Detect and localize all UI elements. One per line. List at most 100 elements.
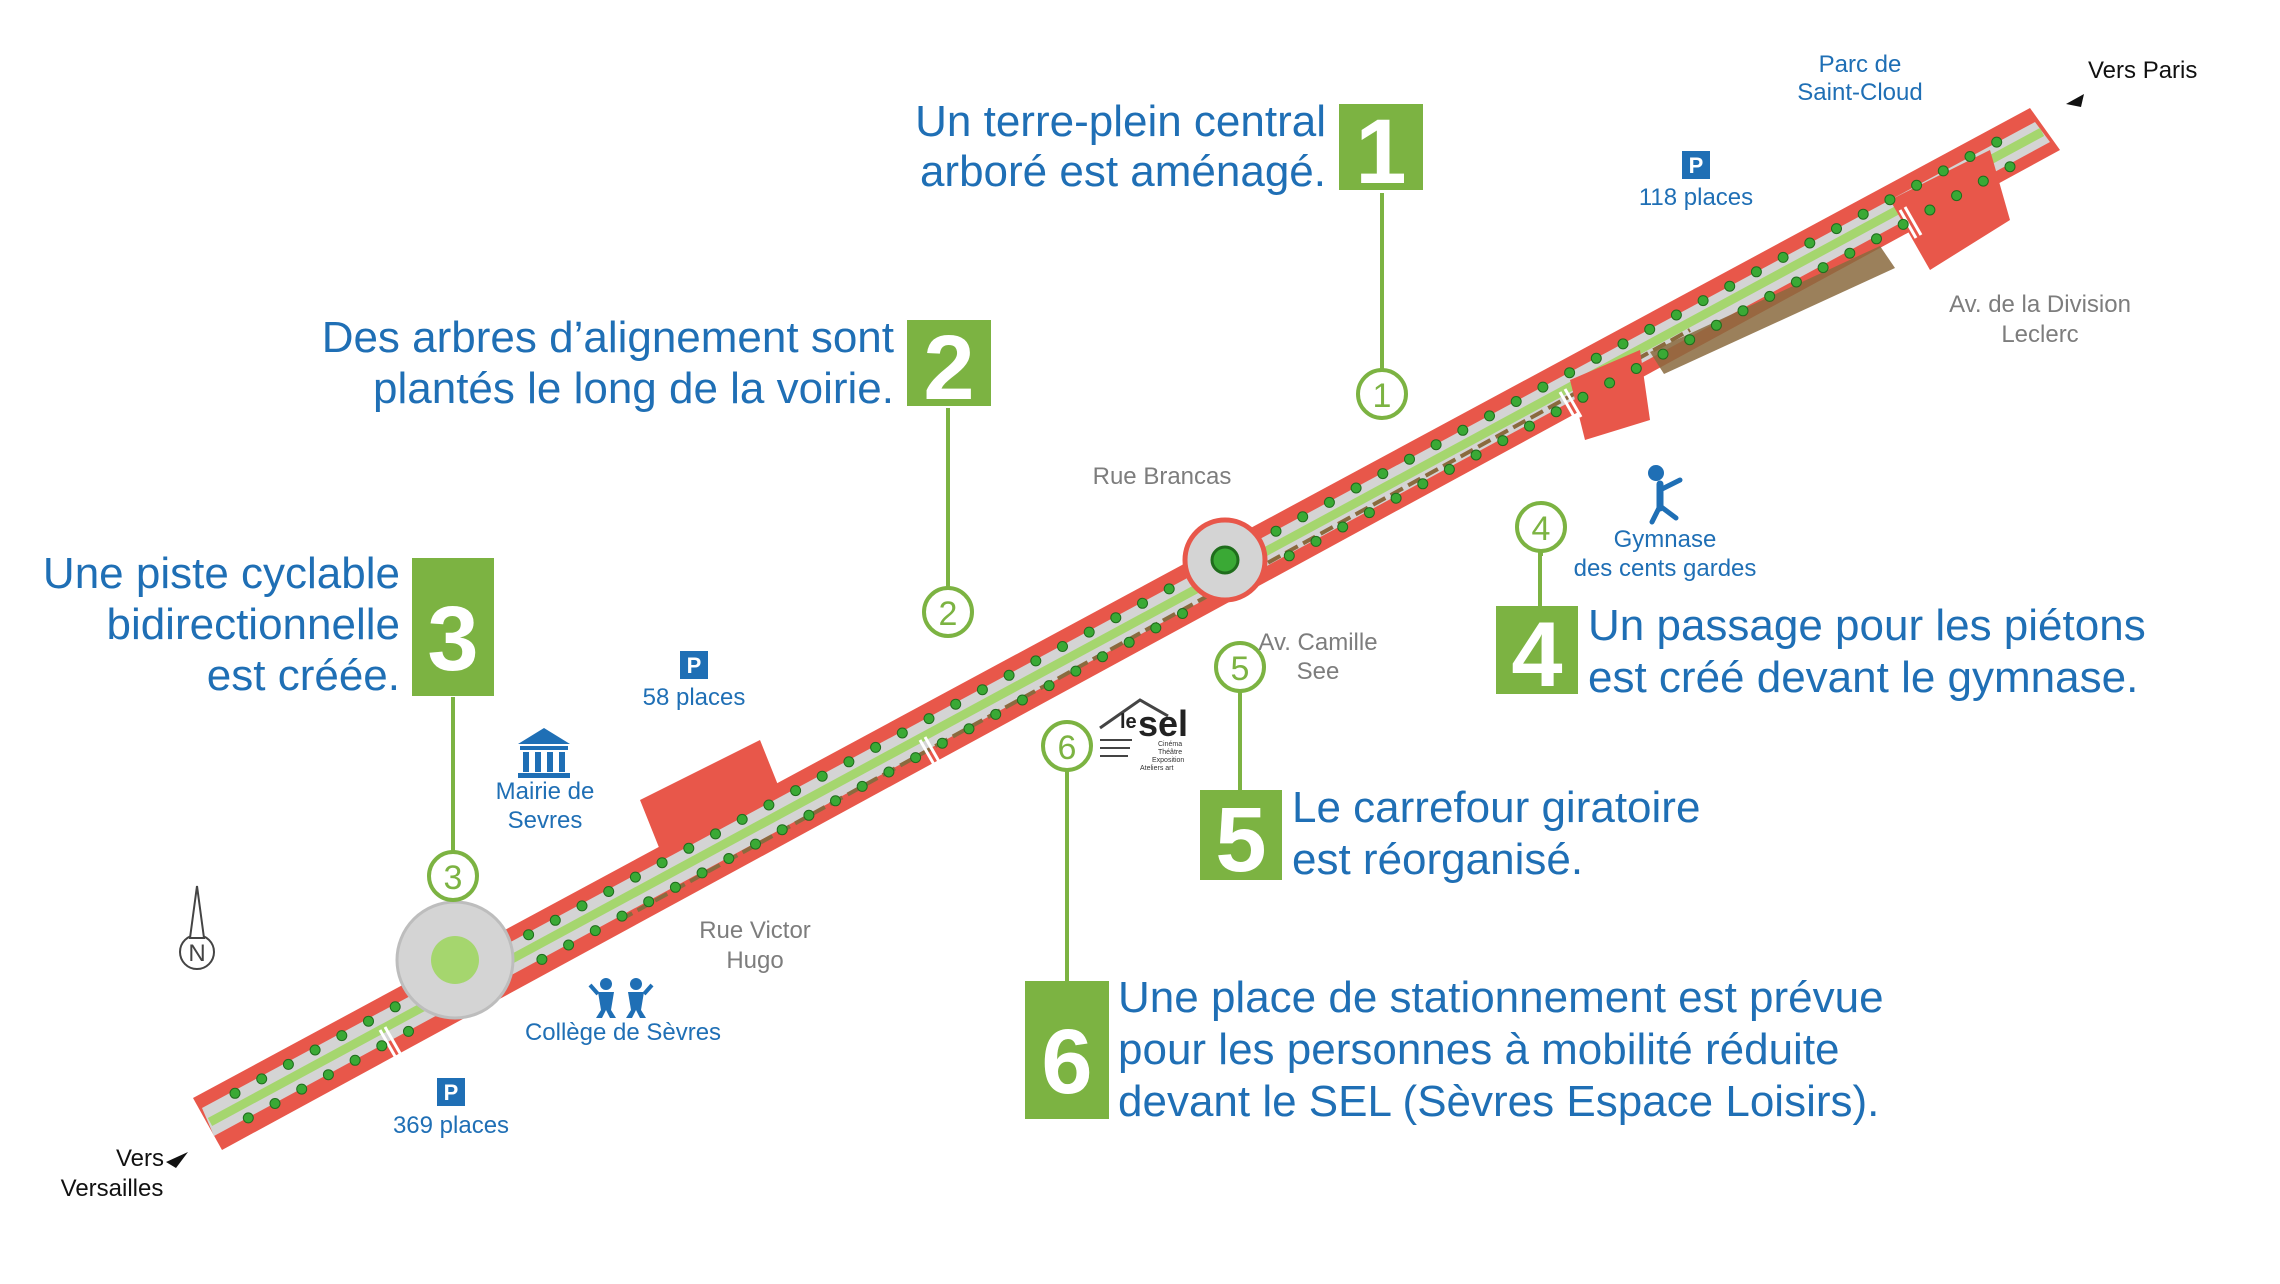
tree-icon xyxy=(910,752,922,764)
tree-icon xyxy=(1871,233,1882,245)
tree-icon xyxy=(2004,161,2016,173)
callout-badge-4: 4 xyxy=(1496,604,1578,706)
callout-6-line-2: pour les personnes à mobilité réduite xyxy=(1118,1025,1840,1074)
junction-leclerc xyxy=(1570,350,1650,440)
road-median xyxy=(207,128,2045,1126)
callout-2-line-1: Des arbres d’alignement sont xyxy=(322,313,894,362)
tree-icon xyxy=(549,914,561,926)
parking-118-letter: P xyxy=(1689,153,1704,178)
gymnase-line-2: des cents gardes xyxy=(1574,555,1757,582)
sel-logo-tagline-4: Ateliers art xyxy=(1140,765,1174,772)
tree-icon xyxy=(1884,194,1896,206)
tree-icon xyxy=(1617,338,1629,350)
parking-58-letter: P xyxy=(687,653,702,678)
tree-icon xyxy=(1524,420,1535,432)
sel-logo-sel: sel xyxy=(1138,703,1188,744)
tree-icon xyxy=(1924,204,1936,216)
school-children-icon xyxy=(588,978,654,1018)
victor-hugo-line-1: Rue Victor xyxy=(699,917,811,944)
marker-3: 3 xyxy=(427,850,479,902)
tree-icon xyxy=(736,813,748,825)
tree-icon xyxy=(269,1098,281,1109)
tree-icon xyxy=(1937,165,1949,177)
tree-icon xyxy=(1310,535,1322,547)
tree-icon xyxy=(696,867,708,879)
vers-paris-label: Vers Paris xyxy=(2088,57,2197,84)
parc-label-line-1: Parc de xyxy=(1819,51,1902,78)
parking-icon xyxy=(680,651,708,679)
tree-icon xyxy=(963,723,975,735)
tree-icon xyxy=(1123,636,1135,648)
tree-icon xyxy=(1297,511,1309,523)
camille-see-line-1: Av. Camille xyxy=(1258,629,1377,656)
parking-118: P 118 places xyxy=(1639,151,1753,211)
tree-icon xyxy=(322,1069,334,1081)
tree-icon xyxy=(1177,608,1188,619)
tree-icon xyxy=(1670,309,1682,321)
tree-icon xyxy=(1350,482,1362,494)
callout-2-line-2: plantés le long de la voirie. xyxy=(373,364,894,413)
tree-icon xyxy=(856,780,868,792)
tree-icon xyxy=(336,1030,348,1042)
tree-icon xyxy=(1363,507,1375,519)
tree-icon xyxy=(1003,669,1015,681)
parking-369-label: 369 places xyxy=(393,1112,509,1139)
tree-icon xyxy=(1083,626,1095,638)
tree-icon xyxy=(1057,641,1068,652)
marker-3-number: 3 xyxy=(444,859,463,897)
tree-icon xyxy=(1630,363,1642,374)
sel-logo-icon: le sel Cinéma Théâtre Exposition Atelier… xyxy=(1099,698,1188,772)
tree-icon xyxy=(990,708,1002,720)
tree-icon xyxy=(1430,439,1442,451)
tree-icon xyxy=(1137,597,1148,609)
tree-icon xyxy=(1750,266,1762,278)
tree-icon xyxy=(389,1001,401,1013)
tree-icon xyxy=(1697,295,1709,307)
callout-1-line-1: Un terre-plein central xyxy=(915,97,1326,146)
tree-icon xyxy=(1043,680,1055,692)
division-leclerc-line-1: Av. de la Division xyxy=(1949,291,2131,318)
tree-icon xyxy=(936,737,948,749)
tree-icon xyxy=(1110,612,1122,624)
tree-icon xyxy=(1564,367,1576,379)
tree-icon xyxy=(950,698,962,710)
tree-icon xyxy=(256,1073,268,1085)
tree-icon xyxy=(523,929,535,941)
tree-icon xyxy=(1337,521,1349,533)
tree-icon xyxy=(1657,348,1669,360)
sel-logo-tagline-2: Théâtre xyxy=(1158,749,1182,756)
callout-badge-5-number: 5 xyxy=(1215,789,1266,891)
tree-icon xyxy=(976,684,988,696)
tree-icon xyxy=(1684,334,1696,346)
place-labels: Parc de Saint-Cloud Vers Paris Vers Vers… xyxy=(61,51,2198,1202)
college-label: Collège de Sèvres xyxy=(525,1019,721,1046)
callout-badge-3-number: 3 xyxy=(427,588,478,690)
roundabout-brancas-island xyxy=(1210,545,1240,575)
marker-2-number: 2 xyxy=(939,595,958,633)
tree-icon xyxy=(1150,622,1162,634)
compass-letter: N xyxy=(188,940,205,967)
callout-3-line-2: bidirectionnelle xyxy=(106,600,400,649)
crosswalks xyxy=(378,206,1923,1059)
parking-58: P 58 places xyxy=(643,651,745,711)
tree-icon xyxy=(870,741,882,753)
tree-icon xyxy=(1497,435,1509,447)
callout-badge-3: 3 xyxy=(412,558,494,696)
tree-icon xyxy=(403,1025,414,1037)
sel-logo-tagline-3: Exposition xyxy=(1152,757,1184,764)
tree-icon xyxy=(1097,651,1108,663)
tree-icon xyxy=(1737,305,1749,317)
tree-icon xyxy=(576,900,588,912)
tree-icon xyxy=(896,727,908,739)
marker-6: 6 xyxy=(1041,720,1093,772)
tree-icon xyxy=(1804,237,1816,249)
callout-6-line-1: Une place de stationnement est prévue xyxy=(1118,973,1884,1022)
marker-4-number: 4 xyxy=(1532,510,1551,548)
callout-4-line-2: est créé devant le gymnase. xyxy=(1588,653,2138,702)
callout-badge-6: 6 xyxy=(1025,981,1109,1119)
tree-icon xyxy=(1831,223,1842,235)
town-hall-icon xyxy=(518,728,570,778)
tree-icon xyxy=(750,838,761,850)
sel-logo-tagline-1: Cinéma xyxy=(1158,741,1182,748)
tree-icon xyxy=(1070,665,1082,677)
